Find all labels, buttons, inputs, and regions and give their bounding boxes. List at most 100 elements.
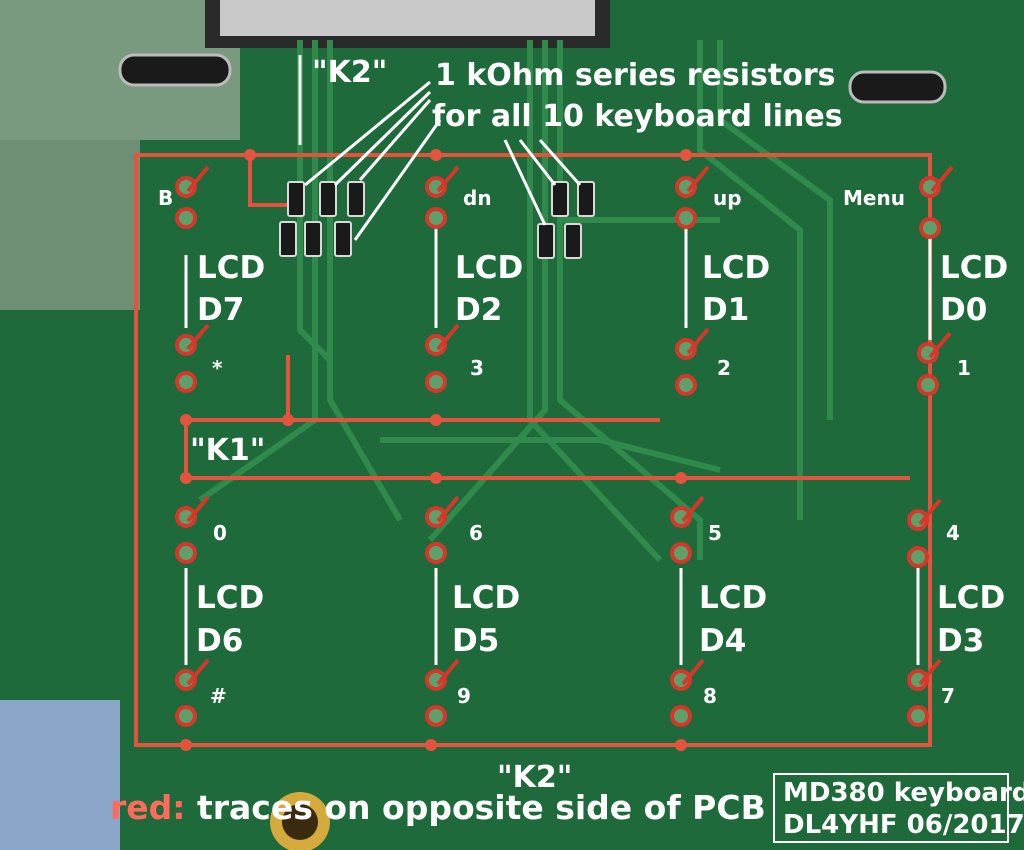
switch-lever	[918, 658, 942, 686]
switch-pad	[919, 176, 941, 198]
red-junctions	[180, 149, 692, 751]
lcd-d3-line1: LCD	[937, 580, 1005, 616]
key-label-menu: Menu	[843, 186, 905, 210]
switch-pad	[670, 705, 692, 727]
switch-lever	[186, 323, 210, 351]
switch-pad	[425, 506, 447, 528]
switch-pad	[917, 342, 939, 364]
switch-pad	[675, 374, 697, 396]
pad-square	[428, 708, 444, 724]
key-label-up: up	[713, 186, 742, 210]
pointer-lines	[184, 55, 932, 665]
switch-pad	[175, 669, 197, 691]
switch-pad	[670, 669, 692, 691]
switch-pad	[425, 542, 447, 564]
lcd-d0-line2: D0	[940, 292, 987, 328]
switch-pad	[425, 334, 447, 356]
credit-box: MD380 keyboard DL4YHF 06/2017	[773, 773, 1024, 843]
resistors	[279, 181, 595, 259]
key-label-0: 0	[213, 521, 227, 545]
switch-lever	[928, 331, 952, 359]
key-label-5: 5	[708, 521, 722, 545]
k2-top-label: "K2"	[312, 55, 387, 90]
switch-pad	[425, 176, 447, 198]
switch-lever	[186, 658, 210, 686]
key-label-b: B	[158, 186, 173, 210]
switch-lever	[436, 495, 460, 523]
pad-square	[678, 377, 694, 393]
switch-pad	[175, 705, 197, 727]
pad-square	[178, 708, 194, 724]
switch-pad	[907, 509, 929, 531]
pad-square	[920, 377, 936, 393]
switch-pad	[675, 338, 697, 360]
pad-square	[673, 708, 689, 724]
switch-pad	[175, 334, 197, 356]
switch-pad	[919, 217, 941, 239]
switch-pad	[907, 546, 929, 568]
switch-lever	[436, 165, 460, 193]
pad-square	[178, 545, 194, 561]
lcd-d3-line2: D3	[937, 623, 984, 659]
switch-pads	[175, 165, 954, 727]
key-label-dn: dn	[463, 186, 492, 210]
pad-square	[178, 374, 194, 390]
switch-pad	[175, 371, 197, 393]
legend-text: traces on opposite side of PCB	[196, 788, 766, 827]
lcd-d5-line2: D5	[452, 623, 499, 659]
resistor-note-line2: for all 10 keyboard lines	[432, 99, 843, 134]
switch-lever	[436, 658, 460, 686]
switch-lever	[686, 165, 710, 193]
switch-lever	[186, 165, 210, 193]
key-label-2: 2	[717, 356, 731, 380]
switch-lever	[681, 658, 705, 686]
switch-pad	[425, 669, 447, 691]
switch-lever	[436, 323, 460, 351]
switch-pad	[175, 506, 197, 528]
key-label-9: 9	[457, 684, 471, 708]
switch-pad	[425, 207, 447, 229]
mounting-slot-right	[848, 70, 947, 104]
switch-lever	[918, 498, 942, 526]
lcd-d6-line1: LCD	[196, 580, 264, 616]
key-label-6: 6	[469, 521, 483, 545]
k1-label: "K1"	[190, 433, 265, 468]
switch-pad	[425, 371, 447, 393]
pad-square	[678, 210, 694, 226]
key-label-8: 8	[703, 684, 717, 708]
switch-lever	[686, 327, 710, 355]
switch-pad	[175, 542, 197, 564]
switch-pad	[425, 705, 447, 727]
switch-lever	[930, 165, 954, 193]
lcd-d7-line1: LCD	[197, 250, 265, 286]
switch-pad	[175, 176, 197, 198]
pad-square	[922, 220, 938, 236]
resistor-note-line1: 1 kOhm series resistors	[435, 58, 836, 93]
credit-line2: DL4YHF 06/2017	[783, 810, 1024, 840]
legend-red-word: red:	[110, 788, 186, 827]
key-label-4: 4	[946, 521, 960, 545]
lcd-d4-line2: D4	[699, 623, 746, 659]
mounting-slot-left	[118, 53, 232, 87]
switch-pad	[670, 542, 692, 564]
lcd-d5-line1: LCD	[452, 580, 520, 616]
switch-pad	[907, 705, 929, 727]
ribbon-cable	[0, 700, 120, 850]
pad-square	[673, 545, 689, 561]
switch-pad	[175, 207, 197, 229]
switch-lever	[186, 495, 210, 523]
labels: "K2" 1 kOhm series resistors for all 10 …	[158, 55, 1008, 795]
red-traces	[134, 153, 932, 747]
switch-pad	[917, 374, 939, 396]
credit-line1: MD380 keyboard	[783, 778, 1024, 808]
switch-pad	[907, 669, 929, 691]
key-label-1: 1	[957, 356, 971, 380]
k2-bottom-label: "K2"	[497, 760, 572, 795]
lcd-d6-line2: D6	[196, 623, 243, 659]
key-label-3: 3	[470, 356, 484, 380]
legend: red: traces on opposite side of PCB	[110, 788, 766, 827]
lcd-d2-line1: LCD	[455, 250, 523, 286]
lcd-d2-line2: D2	[455, 292, 502, 328]
mounting-hole-center	[282, 804, 318, 840]
